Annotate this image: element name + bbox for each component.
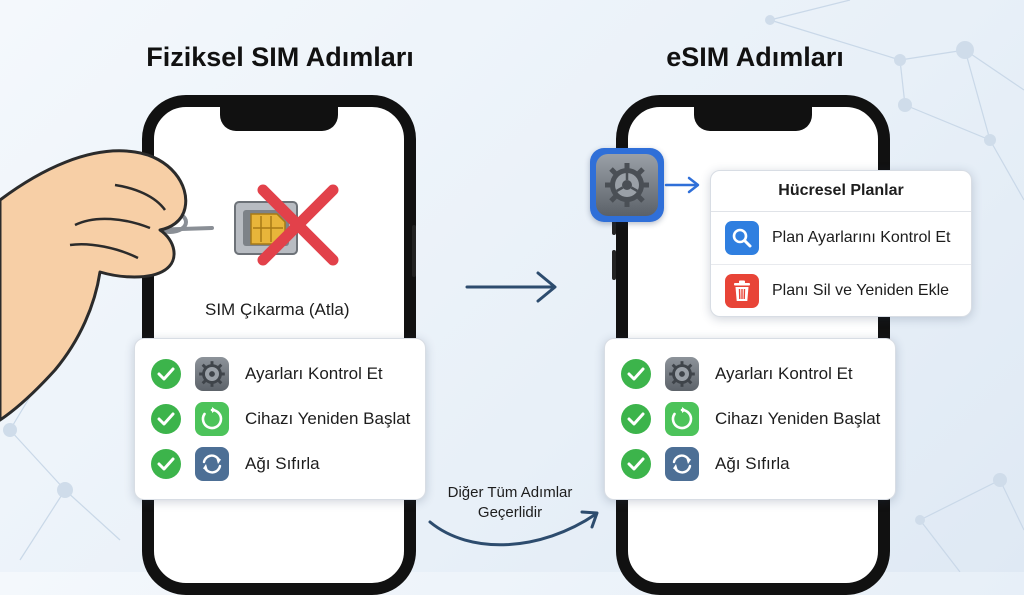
phone-side-button xyxy=(412,225,416,277)
step-label: Ağı Sıfırla xyxy=(715,454,790,474)
restart-icon xyxy=(665,402,699,436)
plan-item-delete-readd[interactable]: Planı Sil ve Yeniden Ekle xyxy=(711,264,971,317)
esim-title: eSIM Adımları xyxy=(575,42,935,73)
step-reset-network[interactable]: Ağı Sıfırla xyxy=(621,441,879,486)
phone-side-button xyxy=(612,250,616,280)
physical-sim-title: Fiziksel SIM Adımları xyxy=(100,42,460,73)
step-check-settings[interactable]: Ayarları Kontrol Et xyxy=(621,351,879,396)
step-label: Ayarları Kontrol Et xyxy=(245,364,383,384)
settings-gear-icon xyxy=(596,154,658,216)
checkmark-icon xyxy=(151,359,181,389)
phone-notch xyxy=(220,105,338,131)
step-label: Ayarları Kontrol Et xyxy=(715,364,853,384)
plan-item-check-settings[interactable]: Plan Ayarlarını Kontrol Et xyxy=(711,212,971,264)
trash-icon xyxy=(725,274,759,308)
plan-item-label: Plan Ayarlarını Kontrol Et xyxy=(772,229,950,247)
step-label: Cihazı Yeniden Başlat xyxy=(715,409,880,429)
esim-steps-card: Ayarları Kontrol Et Cihazı Yeniden Başla… xyxy=(604,338,896,500)
checkmark-icon xyxy=(151,404,181,434)
all-steps-line1: Diğer Tüm Adımlar xyxy=(448,484,573,501)
step-check-settings[interactable]: Ayarları Kontrol Et xyxy=(151,351,409,396)
checkmark-icon xyxy=(621,404,651,434)
sim-tray-crossed-icon xyxy=(225,180,355,275)
all-steps-line2: Geçerlidir xyxy=(478,504,542,521)
settings-app-icon[interactable] xyxy=(590,148,664,222)
step-label: Cihazı Yeniden Başlat xyxy=(245,409,410,429)
step-label: Ağı Sıfırla xyxy=(245,454,320,474)
cellular-plans-title: Hücresel Planlar xyxy=(711,171,971,212)
physical-sim-steps-card: Ayarları Kontrol Et Cihazı Yeniden Başla… xyxy=(134,338,426,500)
plan-item-label: Planı Sil ve Yeniden Ekle xyxy=(772,282,949,300)
step-restart-device[interactable]: Cihazı Yeniden Başlat xyxy=(621,396,879,441)
network-reset-icon xyxy=(665,447,699,481)
checkmark-icon xyxy=(621,449,651,479)
restart-icon xyxy=(195,402,229,436)
checkmark-icon xyxy=(621,359,651,389)
step-reset-network[interactable]: Ağı Sıfırla xyxy=(151,441,409,486)
search-icon xyxy=(725,221,759,255)
cellular-plans-card: Hücresel Planlar Plan Ayarlarını Kontrol… xyxy=(710,170,972,317)
network-reset-icon xyxy=(195,447,229,481)
checkmark-icon xyxy=(151,449,181,479)
step-restart-device[interactable]: Cihazı Yeniden Başlat xyxy=(151,396,409,441)
phone-notch xyxy=(694,105,812,131)
all-steps-apply-label: Diğer Tüm Adımlar Geçerlidir xyxy=(430,483,590,523)
settings-gear-icon xyxy=(195,357,229,391)
settings-gear-icon xyxy=(665,357,699,391)
